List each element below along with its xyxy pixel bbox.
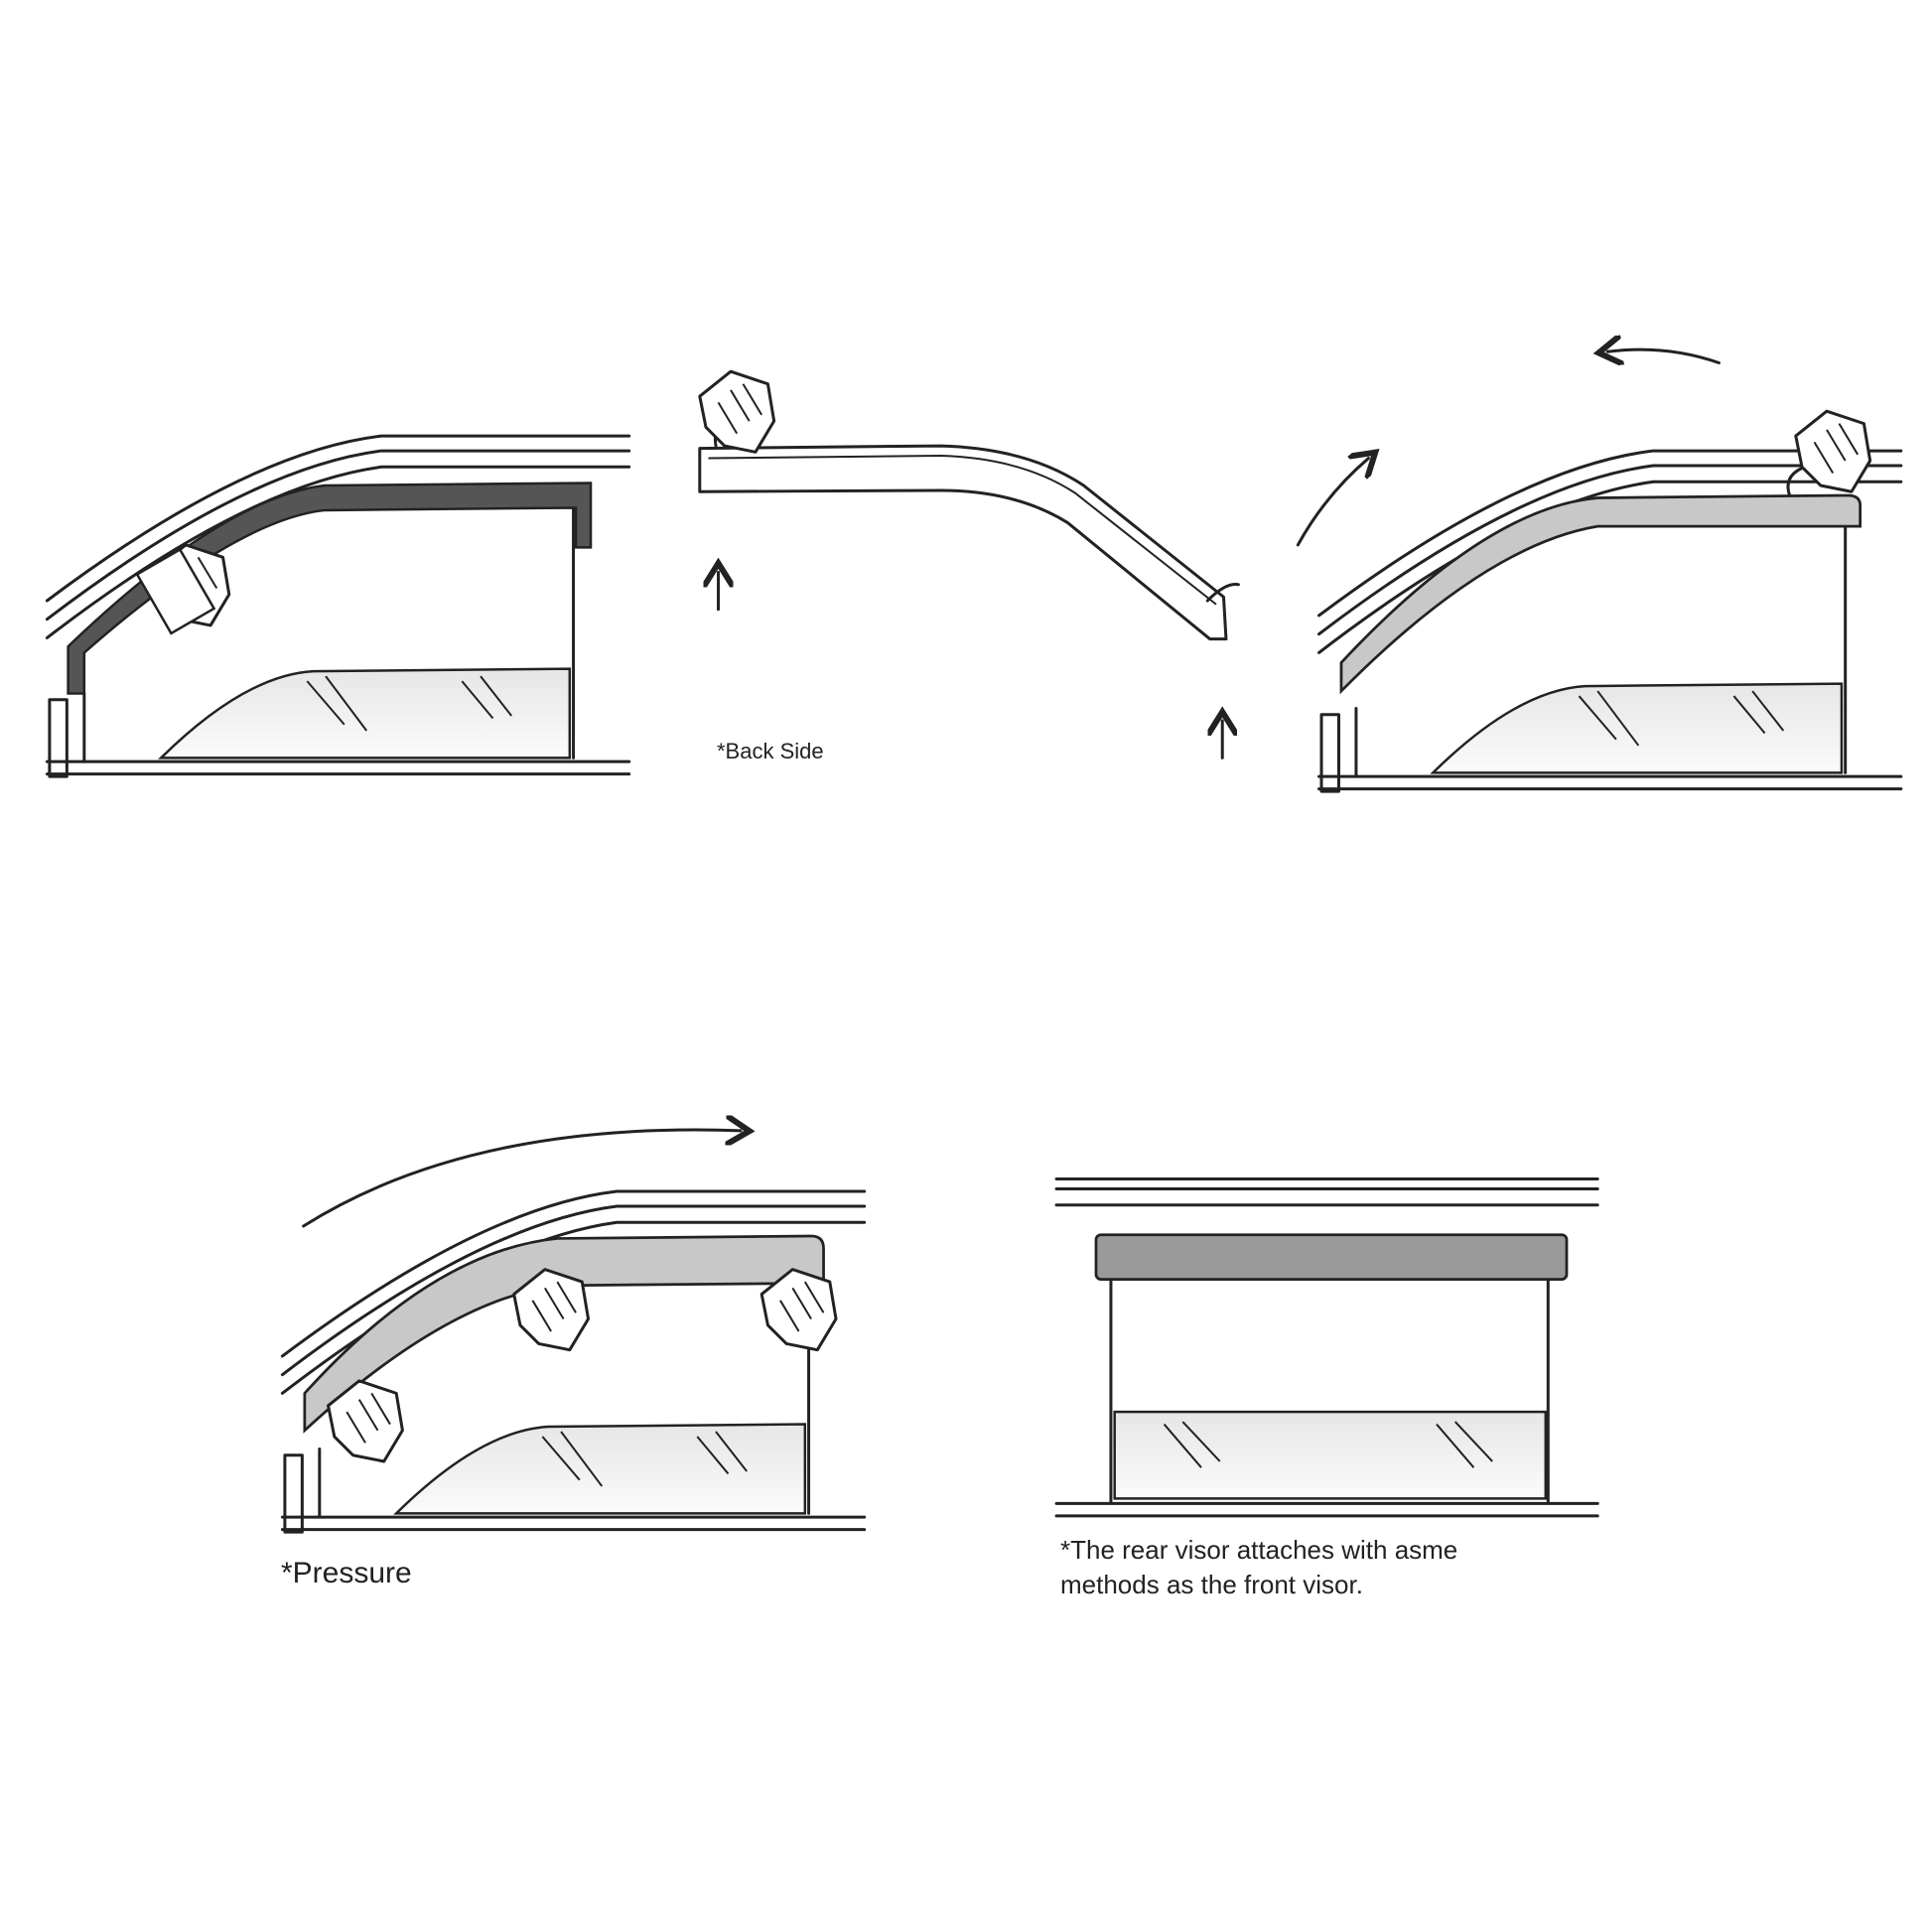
step-5-caption-line1: *The rear visor attaches with asme: [1060, 1535, 1458, 1565]
step-2-caption: *Back Side: [717, 739, 824, 763]
arrow-curved-icon: [1607, 349, 1721, 362]
visor-backside: [698, 444, 1228, 641]
visor: [1339, 493, 1863, 695]
hand-peeling-icon: [1794, 409, 1872, 493]
hand-peeling-icon: [698, 369, 776, 454]
step-3-install-illustration: [1296, 349, 1903, 793]
step-4-caption: *Pressure: [281, 1557, 412, 1589]
arrow-curved-icon: [1296, 459, 1368, 547]
arrow-curved-icon: [302, 1130, 741, 1228]
step-4-pressure-illustration: [280, 1130, 867, 1534]
step-1-clean-illustration: [45, 434, 631, 778]
step-2-backside-illustration: [698, 369, 1240, 759]
rear-visor: [1094, 1233, 1569, 1281]
step-5-rear-illustration: [1054, 1177, 1599, 1518]
step-5-caption-line2: methods as the front visor.: [1060, 1570, 1363, 1599]
visor: [303, 1234, 825, 1434]
hand-wiping-icon: [135, 543, 231, 635]
